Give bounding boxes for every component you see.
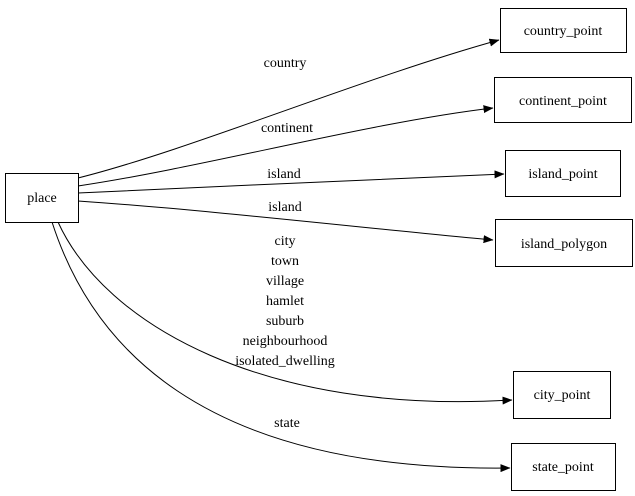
edge-place-state-point (51, 221, 511, 473)
edge-label-state: state (274, 416, 300, 431)
edge-label-suburb: suburb (266, 314, 304, 329)
node-city-point: city_point (513, 371, 611, 419)
edge-place-island-polygon (77, 200, 494, 244)
node-island-point-label: island_point (528, 167, 597, 182)
node-country-point-label: country_point (524, 24, 603, 39)
edge-label-isolated-dwelling: isolated_dwelling (235, 354, 335, 369)
edge-label-island: island (267, 167, 300, 182)
edge-place-country-point (77, 38, 500, 179)
edge-label-hamlet: hamlet (266, 294, 304, 309)
node-island-polygon: island_polygon (495, 219, 633, 267)
node-island-polygon-label: island_polygon (521, 237, 607, 252)
edge-label-continent: continent (261, 121, 313, 136)
edge-place-continent-point (77, 105, 494, 187)
edge-label-neighbourhood: neighbourhood (243, 334, 328, 349)
node-country-point: country_point (500, 8, 627, 53)
edge-label-country: country (264, 56, 307, 71)
node-state-point-label: state_point (532, 460, 594, 475)
edge-label-village: village (266, 274, 304, 289)
node-state-point: state_point (511, 443, 616, 491)
edge-label-town: town (271, 254, 299, 269)
node-continent-point-label: continent_point (519, 94, 607, 109)
edge-place-city-point (57, 221, 513, 405)
node-continent-point: continent_point (494, 77, 632, 123)
node-place-label: place (27, 191, 57, 206)
edge-label-city: city (275, 234, 296, 249)
edge-label-city-group: city town village hamlet suburb neighbou… (235, 234, 335, 369)
node-island-point: island_point (505, 150, 621, 197)
node-place: place (5, 173, 79, 223)
edge-place-island-point (77, 170, 505, 194)
node-city-point-label: city_point (534, 388, 591, 403)
edge-label-island-2: island (268, 200, 301, 215)
